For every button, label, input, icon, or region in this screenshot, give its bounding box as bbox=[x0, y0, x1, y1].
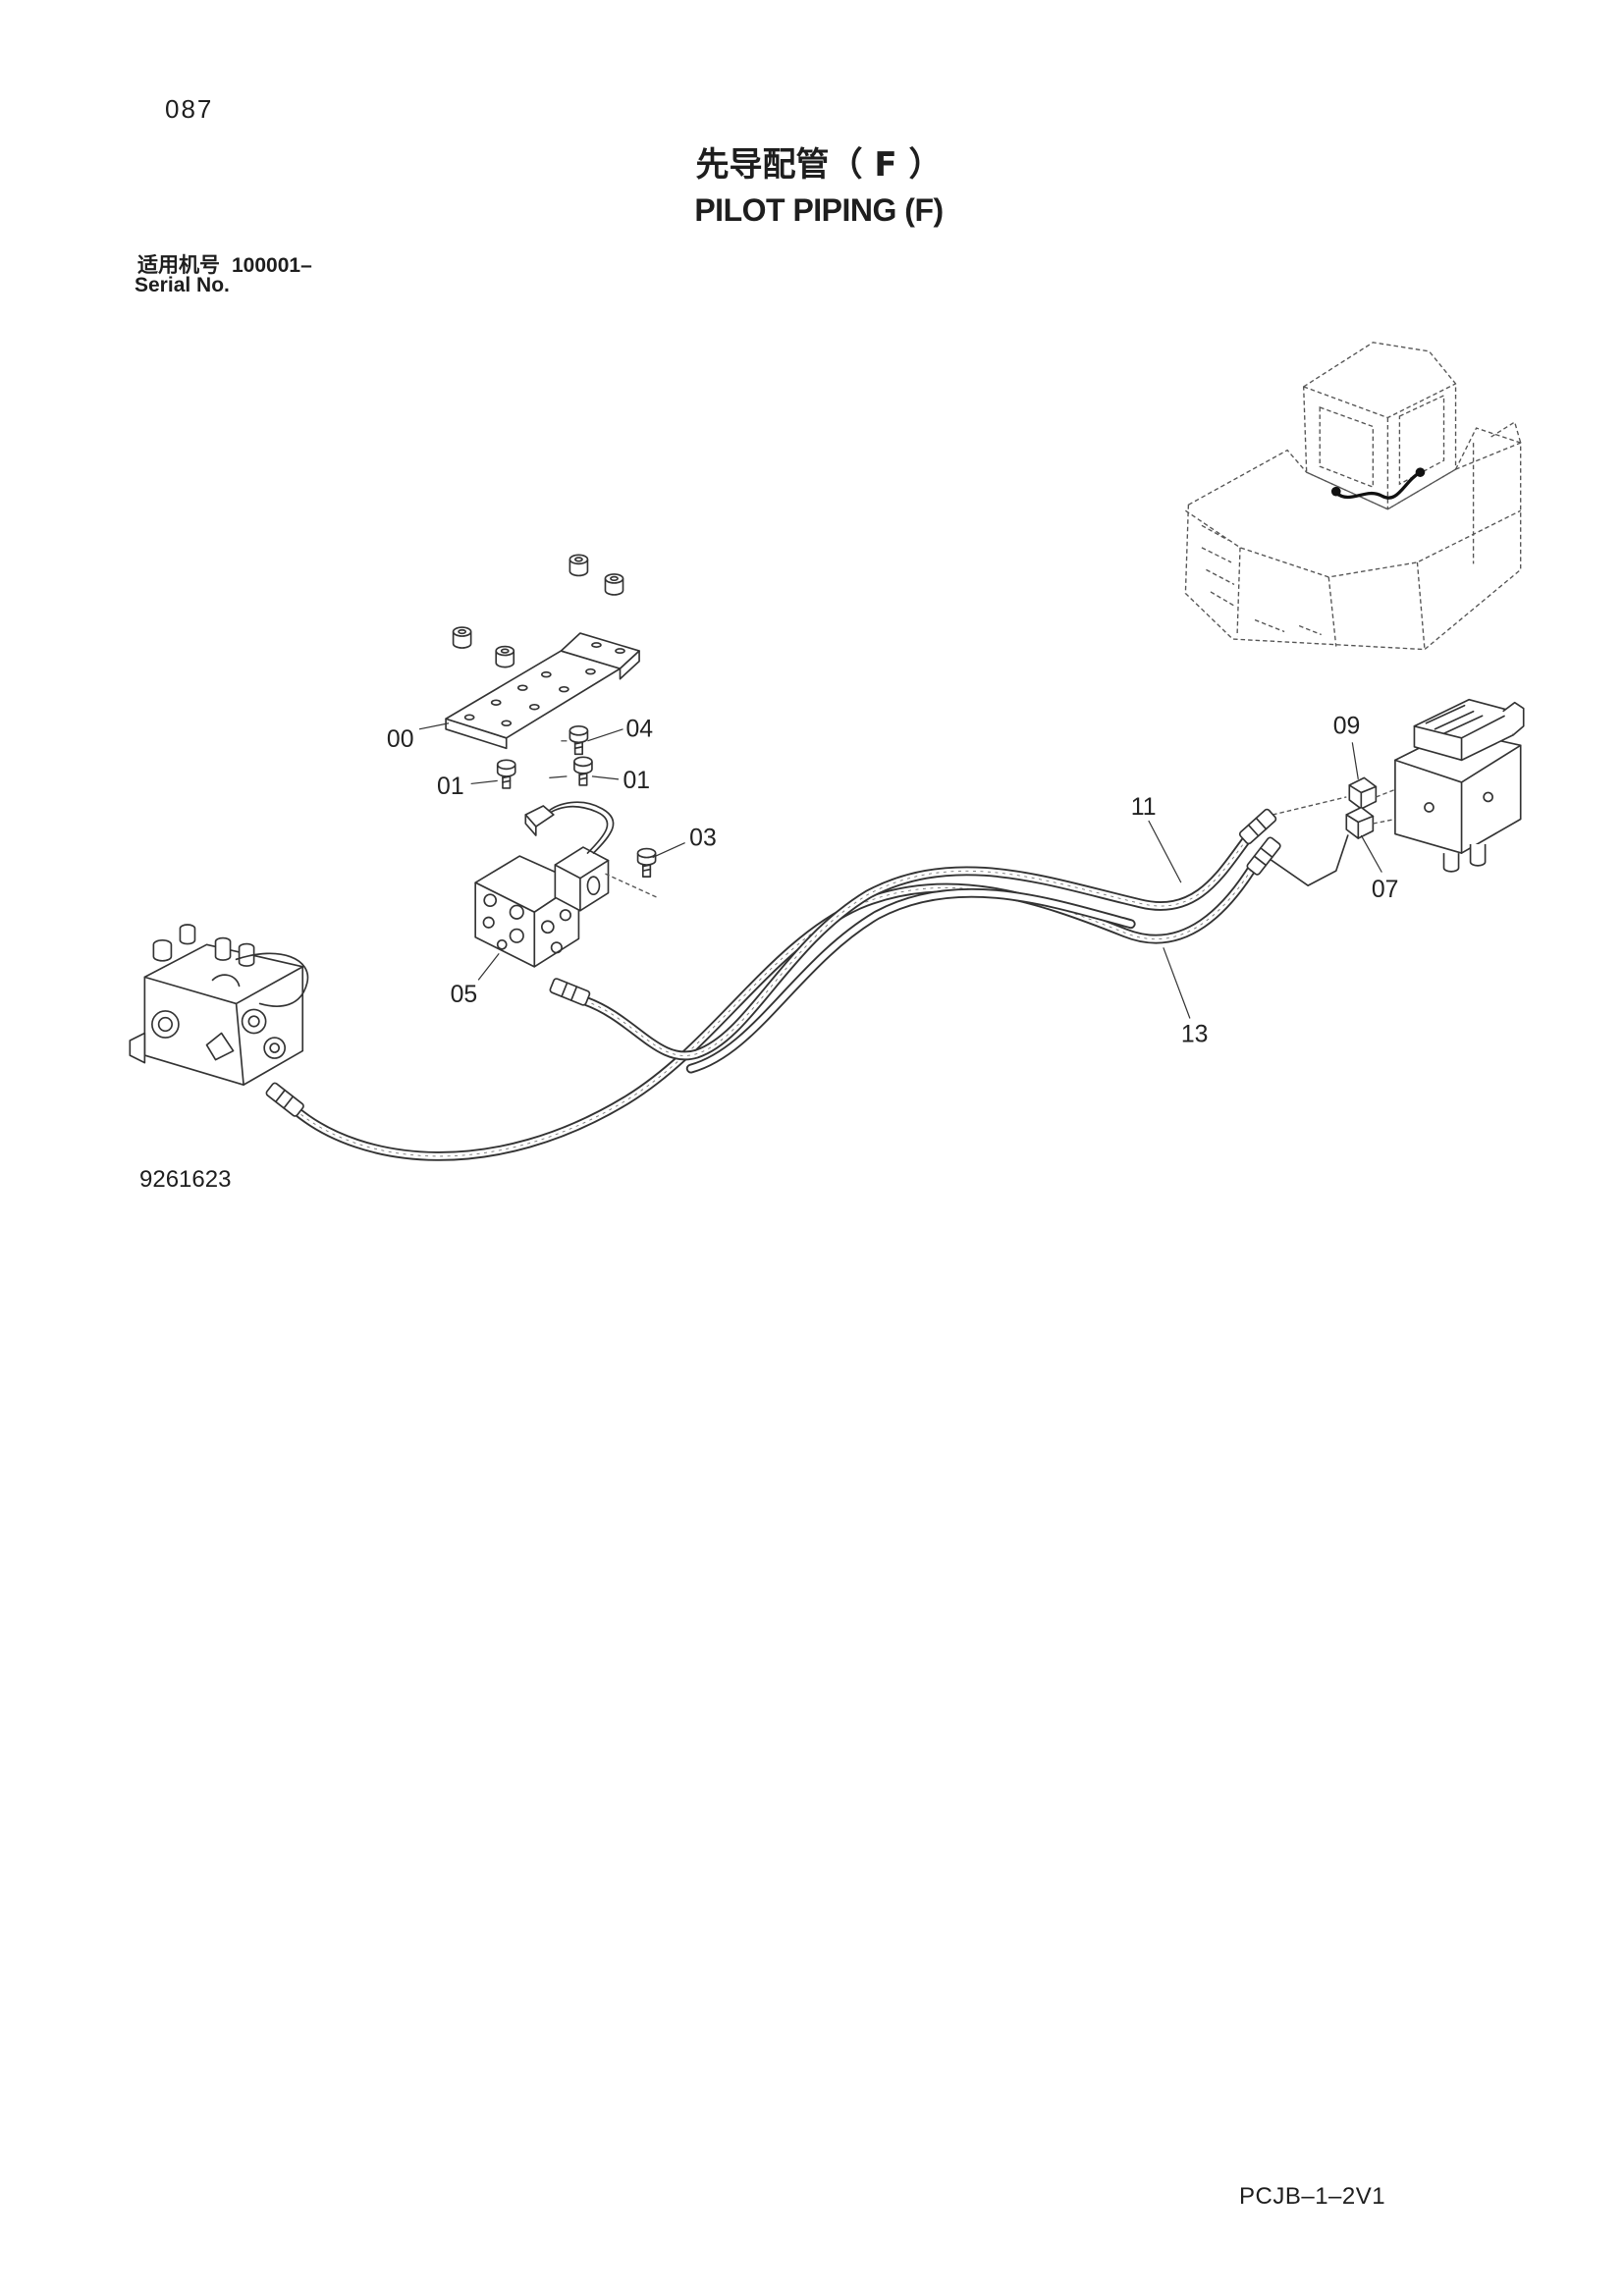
elbow-fitting-09 bbox=[1348, 776, 1378, 810]
serial-label-chinese: 适用机号 bbox=[137, 253, 220, 277]
callout-03: 03 bbox=[689, 826, 717, 852]
leader-line bbox=[1163, 947, 1191, 1019]
pilot-shutoff-solenoid-valve bbox=[1394, 698, 1525, 873]
callout-05: 05 bbox=[451, 982, 478, 1008]
leader-line bbox=[549, 740, 568, 778]
leader-line bbox=[477, 952, 500, 981]
bolt-01-left bbox=[496, 759, 516, 789]
callout-00: 00 bbox=[387, 726, 414, 753]
callout-11: 11 bbox=[1131, 794, 1157, 821]
callout-04: 04 bbox=[626, 716, 654, 742]
callout-13: 13 bbox=[1181, 1022, 1209, 1048]
solenoid-wire-harness bbox=[524, 801, 658, 898]
callout-07: 07 bbox=[1372, 877, 1399, 903]
leader-line bbox=[470, 779, 498, 785]
leader-line bbox=[1148, 820, 1182, 883]
leader-line bbox=[591, 775, 620, 780]
control-valve-assembly bbox=[129, 924, 309, 1086]
nut bbox=[568, 554, 589, 577]
hose-end-fitting bbox=[548, 977, 592, 1007]
figure-number: 9261623 bbox=[139, 1166, 232, 1193]
nut bbox=[452, 626, 472, 649]
leader-line bbox=[652, 842, 685, 859]
callout-01-right: 01 bbox=[623, 768, 651, 794]
page-title-chinese: 先导配管（ F ） bbox=[695, 145, 943, 185]
solenoid-valve-block bbox=[474, 846, 610, 968]
page-number: 087 bbox=[165, 94, 214, 124]
serial-start-value: 100001– bbox=[232, 254, 312, 277]
callout-leaders bbox=[418, 722, 1382, 1019]
washer-nut-04 bbox=[568, 724, 589, 756]
hose-end-fitting bbox=[264, 1081, 306, 1118]
connection-line bbox=[1373, 788, 1396, 825]
leader-line bbox=[587, 728, 623, 742]
connection-line bbox=[1272, 796, 1347, 816]
callout-01-left: 01 bbox=[437, 774, 464, 800]
connection-line bbox=[1269, 834, 1349, 886]
serial-label-english: Serial No. bbox=[135, 274, 230, 296]
nut bbox=[495, 645, 515, 668]
pilot-hose-11 bbox=[579, 828, 1257, 1061]
elbow-fitting-07 bbox=[1345, 806, 1375, 839]
serial-range: 适用机号 100001– bbox=[137, 249, 312, 279]
excavator-locator-illustration bbox=[1184, 342, 1522, 651]
nut bbox=[604, 573, 624, 596]
document-code: PCJB–1–2V1 bbox=[1239, 2183, 1386, 2210]
bolt-01-right bbox=[573, 756, 593, 786]
leader-line bbox=[1360, 834, 1382, 873]
pilot-line-highlight bbox=[1330, 467, 1426, 500]
leader-line bbox=[418, 722, 450, 730]
bracket-plate bbox=[445, 632, 640, 750]
bolt-03 bbox=[636, 847, 657, 878]
leader-line bbox=[1351, 742, 1359, 779]
page-title-english: PILOT PIPING (F) bbox=[694, 192, 944, 228]
pilot-hose-branch bbox=[685, 887, 1136, 1074]
callout-09: 09 bbox=[1333, 713, 1361, 739]
